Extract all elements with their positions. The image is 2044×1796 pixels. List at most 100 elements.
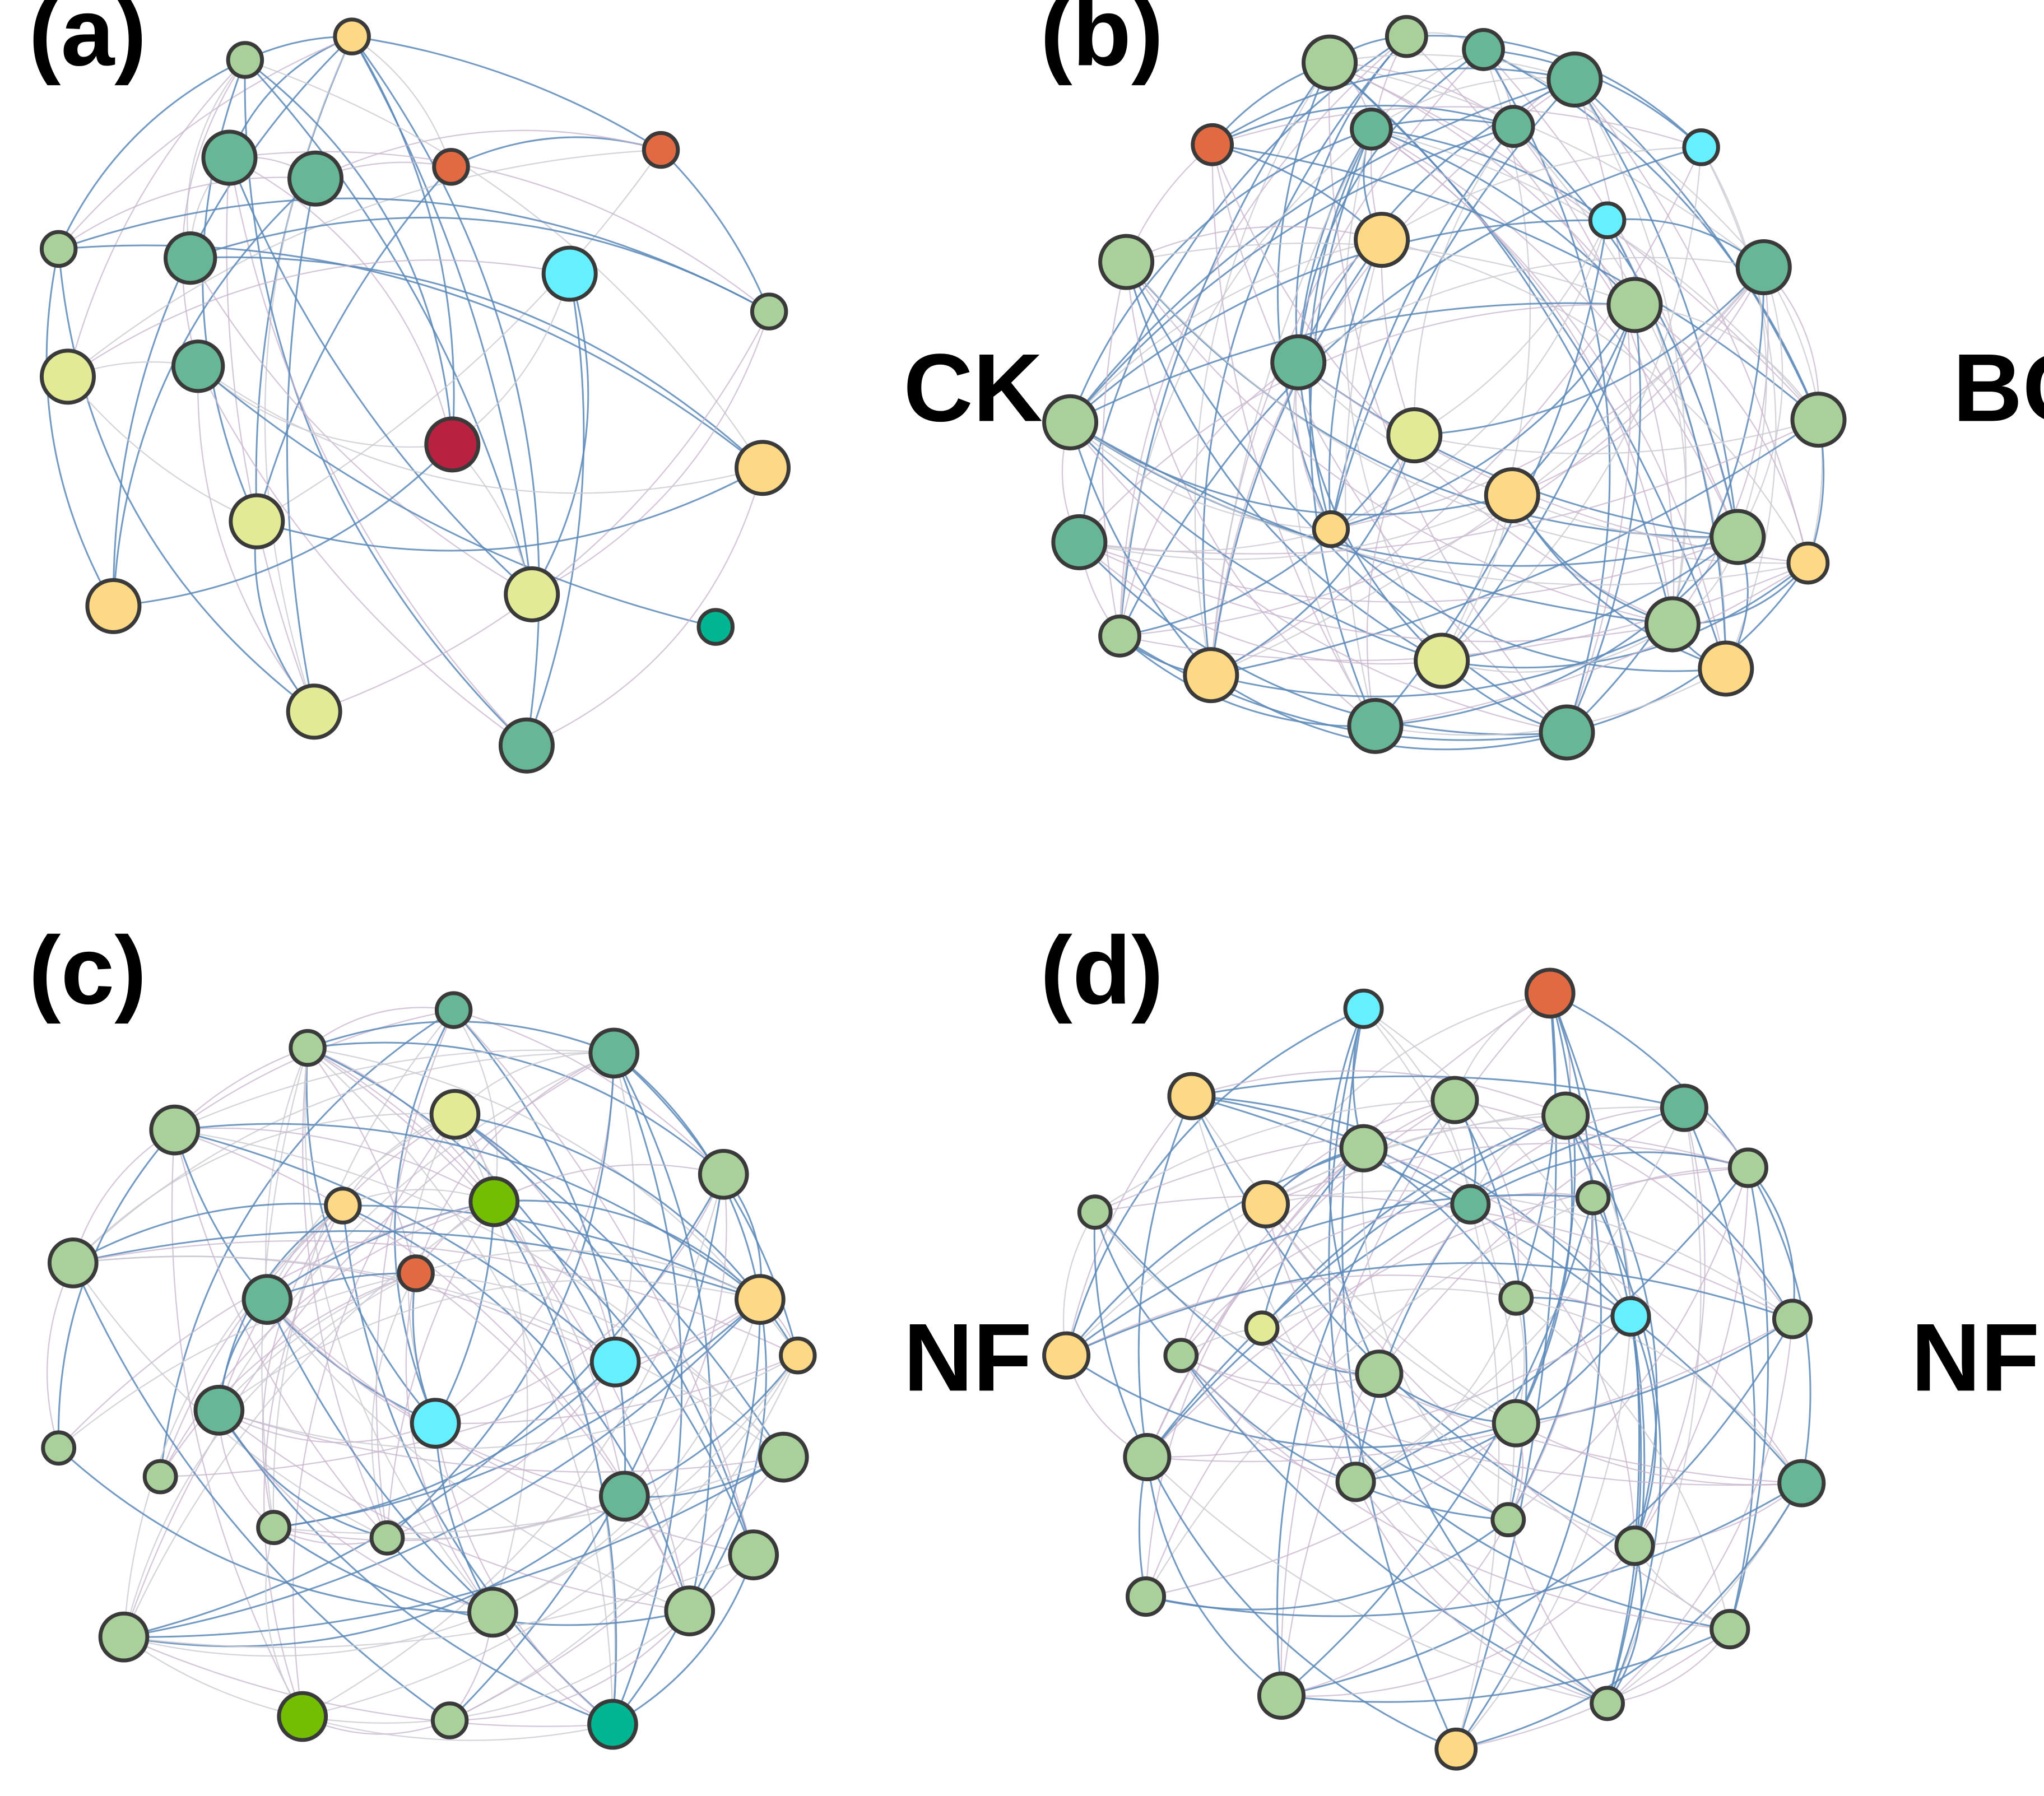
panel-a-node-4 xyxy=(432,148,470,186)
panel-a-edge xyxy=(256,149,662,522)
panel-c-edge xyxy=(302,1715,613,1741)
panel-d-edge xyxy=(1729,1167,1769,1630)
panel-c-edge xyxy=(435,1355,798,1425)
panel-a-node-12 xyxy=(39,348,96,405)
panel-c-edge xyxy=(302,1610,690,1724)
panel-c-group-label: NF xyxy=(903,1304,1032,1411)
panel-b-node-23 xyxy=(1098,614,1141,658)
panel-c-edge xyxy=(449,1610,690,1721)
panel-c-edge xyxy=(492,1299,761,1613)
panel-a-edge xyxy=(45,249,114,607)
panel-c-edge xyxy=(449,1355,798,1721)
panel-c-edge xyxy=(218,1409,613,1725)
panel-c-edge xyxy=(689,1299,767,1612)
panel-d-edge xyxy=(1634,1167,1749,1546)
panel-b-edge xyxy=(1371,128,1608,221)
panel-a-edge xyxy=(229,157,533,595)
panel-d-edge xyxy=(1355,1481,1608,1704)
panel-c-edge xyxy=(159,1009,454,1477)
panel-b-edge xyxy=(1574,78,1819,420)
panel-b-edge xyxy=(1483,49,1611,733)
panel-c-edge xyxy=(435,1174,724,1424)
panel-b-edge xyxy=(1381,146,1702,241)
panel-b-node-6 xyxy=(1492,105,1535,148)
panel-b-edge xyxy=(1414,220,1608,436)
panel-d-edge xyxy=(1261,1327,1730,1630)
panel-a-edge xyxy=(190,216,770,313)
panel-d-edge xyxy=(1261,1115,1566,1329)
panel-a-edge xyxy=(67,149,661,378)
panel-d-node-2 xyxy=(1343,988,1384,1029)
panel-a-edge xyxy=(58,244,763,469)
panel-a-node-3 xyxy=(642,131,680,169)
panel-a-edge xyxy=(182,59,246,367)
panel-b-group-label: BC xyxy=(1953,334,2044,441)
panel-b-edge xyxy=(1483,49,1764,268)
panel-b-edge xyxy=(1634,304,1819,420)
panel-c-node-21 xyxy=(256,1510,291,1546)
panel-a-edge xyxy=(245,59,763,468)
panel-b-edge xyxy=(1070,421,1513,516)
panel-b-node-28 xyxy=(1347,697,1404,754)
panel-d-edge xyxy=(1146,1457,1457,1750)
panel-c-edge xyxy=(219,1409,784,1473)
panel-c: (c) NF xyxy=(29,916,1032,1750)
panel-d-edge xyxy=(1280,1197,1594,1696)
panel-b-edge xyxy=(1210,624,1673,697)
panel-d-node-25 xyxy=(1614,1525,1655,1566)
panel-c-edge xyxy=(434,1423,494,1613)
panel-d-edge xyxy=(1565,1115,1794,1320)
panel-b-edge xyxy=(1079,541,1442,665)
panel-d-node-15 xyxy=(1610,1296,1651,1337)
panel-c-edge xyxy=(492,1355,798,1613)
panel-c-edge xyxy=(123,1554,754,1648)
panel-b-edge xyxy=(1329,62,1727,669)
panel-a-node-1 xyxy=(333,17,371,55)
panel-a-edge xyxy=(526,467,764,746)
panel-b-edge xyxy=(1297,128,1372,362)
panel-b-node-24 xyxy=(1644,596,1701,653)
panel-c-node-24 xyxy=(467,1586,518,1638)
panel-d-edge xyxy=(1378,1373,1635,1547)
panel-b-edge xyxy=(1414,419,1819,454)
panel-d-edge xyxy=(1516,1422,1802,1486)
panel-d-nodes xyxy=(1042,967,1826,1771)
panel-a-node-6 xyxy=(287,150,344,207)
panel-b-edge xyxy=(1070,219,1608,423)
panel-b-edge xyxy=(1308,128,1372,529)
panel-b-edge xyxy=(1276,62,1332,530)
panel-c-node-4 xyxy=(429,1088,481,1140)
panel-c-node-15 xyxy=(193,1384,245,1436)
panel-c-edge xyxy=(123,1495,625,1648)
panel-c-edge xyxy=(371,1273,417,1538)
panel-b-edge xyxy=(1210,128,1372,676)
panel-c-edge xyxy=(454,1113,784,1458)
panel-d-edge xyxy=(1181,1355,1379,1386)
panel-c-edge xyxy=(613,1053,712,1611)
panel-d-edge xyxy=(1094,1211,1509,1521)
panel-b-edge xyxy=(1119,146,1702,637)
panel-c-edge xyxy=(394,1009,454,1424)
panel-c-edge xyxy=(72,1113,456,1264)
panel-b-edge xyxy=(1079,541,1567,736)
panel-b-node-20 xyxy=(1051,514,1108,570)
panel-a-edge xyxy=(526,273,585,746)
panel-b-node-26 xyxy=(1183,647,1239,704)
panel-b-edge xyxy=(1328,239,1383,529)
panel-d-edge xyxy=(1362,1148,1509,1520)
panel-c-edge xyxy=(123,1611,493,1657)
panel-d-edge xyxy=(1515,993,1576,1424)
panel-d-node-14 xyxy=(1244,1310,1280,1346)
panel-d-edge xyxy=(1146,1107,1685,1458)
panel-b-edge xyxy=(1512,267,1764,496)
panel-d-edge xyxy=(1146,1167,1748,1458)
panel-c-edge xyxy=(160,1299,760,1478)
panel-d-edge xyxy=(1470,1151,1749,1206)
panel-c-edge xyxy=(375,1009,454,1538)
panel-b-edge xyxy=(1671,267,1769,625)
panel-d-node-6 xyxy=(1660,1083,1708,1132)
panel-b-edge xyxy=(1211,145,1568,733)
panel-c-edge xyxy=(47,1262,74,1449)
panel-d-edges xyxy=(1062,992,1811,1750)
panel-a-edge xyxy=(351,35,662,151)
